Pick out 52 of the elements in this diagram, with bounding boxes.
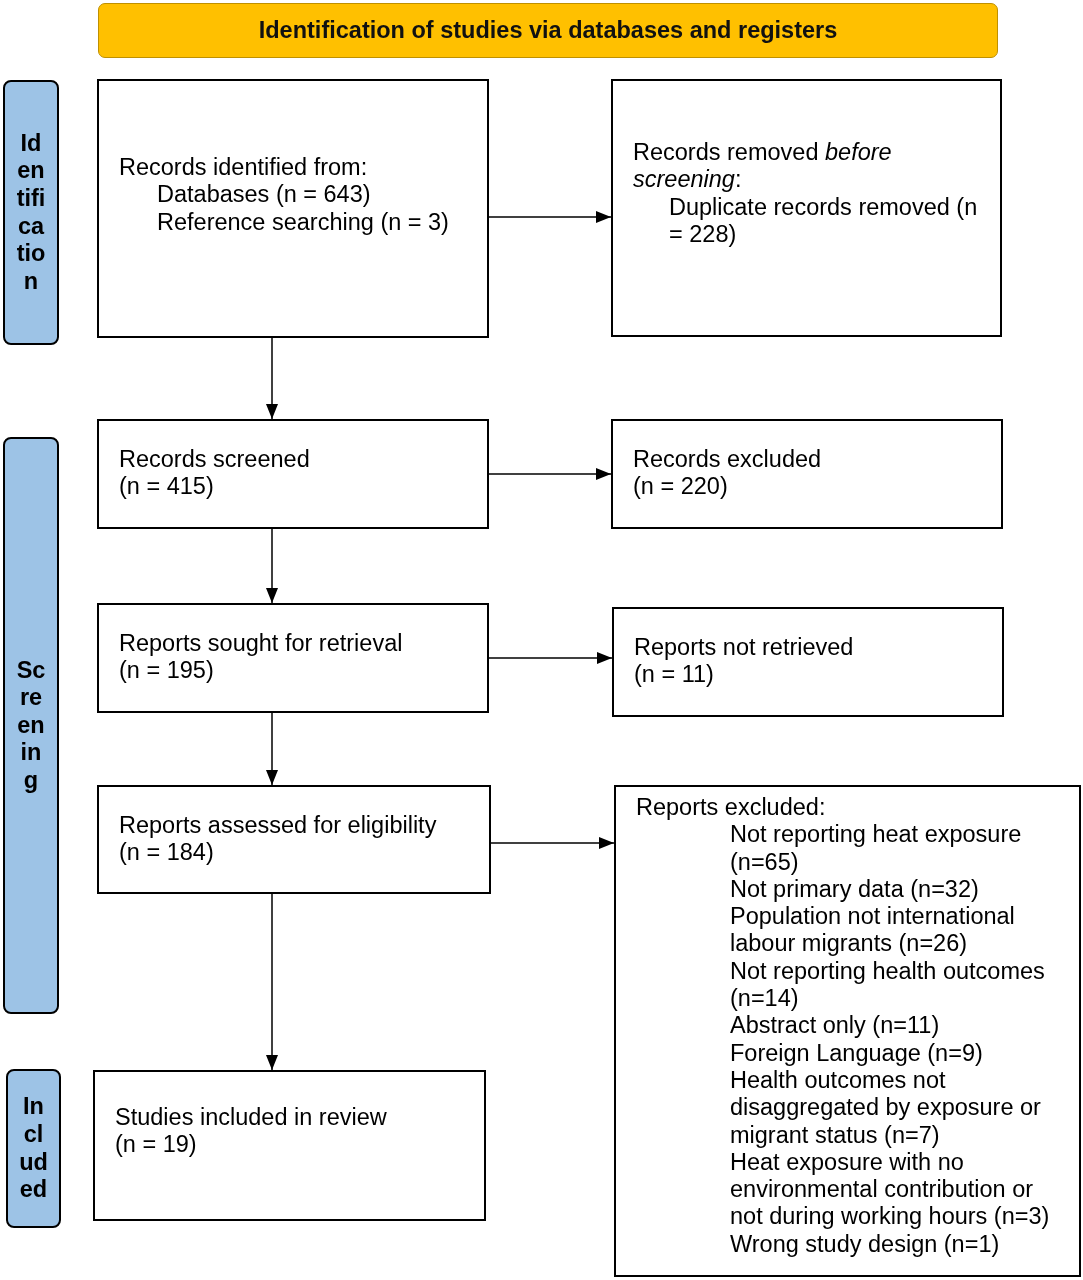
step-title: Records identified from:	[119, 154, 368, 182]
step-detail: Health outcomes not disaggregated by exposure or migrant status (n=7)	[730, 1066, 1042, 1149]
stage-label: In cl ud ed	[18, 1093, 49, 1204]
step-detail: Reference searching (n = 3)	[157, 208, 449, 236]
process-box	[93, 1070, 486, 1221]
step-detail: (n = 195)	[119, 657, 214, 685]
step-detail: (n = 184)	[119, 839, 214, 867]
arrow	[488, 211, 612, 223]
process-box	[97, 419, 489, 529]
step-detail: Abstract only (n=11)	[730, 1012, 940, 1040]
process-box	[97, 603, 489, 713]
exclusion-box	[612, 607, 1004, 717]
step-detail: Wrong study design (n=1)	[730, 1230, 1000, 1259]
step-title: Records removed before screening:	[633, 139, 893, 194]
process-box	[97, 79, 489, 338]
step-detail: Foreign Language (n=9)	[730, 1039, 983, 1067]
step-title: Reports sought for retrieval	[119, 630, 403, 658]
banner-title: Identification of studies via databases and registers	[258, 16, 838, 45]
step-detail: Heat exposure with no environmental contribution or not during working hours (n=3)	[730, 1148, 1051, 1231]
step-detail: (n = 11)	[634, 661, 714, 689]
step-title: Reports assessed for eligibility	[119, 812, 437, 840]
step-detail: Population not international labour migrants (n=26)	[730, 903, 1016, 958]
stage-band	[3, 80, 59, 345]
exclusion-box	[611, 419, 1003, 529]
step-title: Reports not retrieved	[634, 634, 854, 662]
step-detail: Databases (n = 643)	[157, 181, 371, 209]
arrow	[488, 468, 612, 480]
arrow	[266, 528, 278, 604]
stage-label: Sc re en in g	[15, 656, 47, 795]
step-detail: (n = 19)	[115, 1131, 197, 1159]
step-detail: (n = 415)	[119, 473, 214, 501]
arrow	[266, 712, 278, 786]
stage-band	[6, 1069, 61, 1228]
step-title: Studies included in review	[115, 1104, 387, 1132]
process-box	[97, 785, 491, 894]
step-detail: Duplicate records removed (n = 228)	[669, 193, 979, 249]
step-title: Records screened	[119, 446, 310, 474]
step-detail: Not primary data (n=32)	[730, 875, 979, 904]
step-detail: Not reporting heat exposure (n=65)	[730, 821, 1023, 876]
arrow	[266, 893, 278, 1071]
stage-band	[3, 437, 59, 1014]
arrow	[490, 837, 615, 849]
step-title: Records excluded	[633, 446, 822, 474]
step-detail: Not reporting health outcomes (n=14)	[730, 957, 1046, 1013]
exclusion-box	[611, 79, 1002, 337]
arrow	[488, 652, 613, 664]
step-title: Reports excluded:	[636, 794, 826, 822]
arrow	[266, 337, 278, 420]
step-detail: (n = 220)	[633, 473, 728, 501]
stage-label: Id en tifi ca tio n	[15, 129, 47, 296]
header-banner	[98, 3, 998, 58]
exclusion-box	[614, 785, 1081, 1277]
